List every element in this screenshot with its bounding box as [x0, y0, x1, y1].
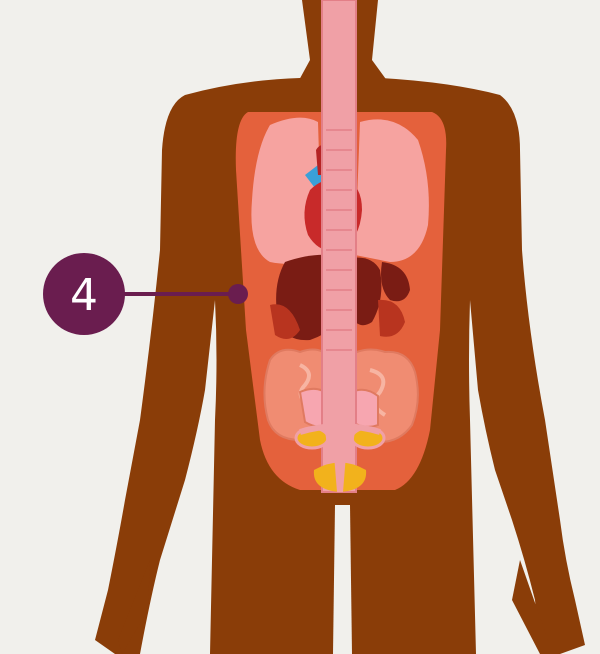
leg-gap [333, 505, 352, 654]
vertebrae [326, 129, 352, 351]
marker-4-circle [43, 253, 125, 335]
right-lung [355, 119, 429, 262]
left-lung [251, 117, 322, 264]
spleen [381, 262, 410, 302]
marker-4-dot [228, 284, 248, 304]
kidney-right [378, 299, 405, 337]
marker-4-badge[interactable]: 4 [43, 253, 125, 335]
kidney-left [270, 304, 300, 339]
stomach [350, 257, 382, 326]
marker-4-label: 4 [70, 270, 98, 321]
reproductive-organs [294, 423, 386, 492]
spine-column [321, 0, 357, 493]
